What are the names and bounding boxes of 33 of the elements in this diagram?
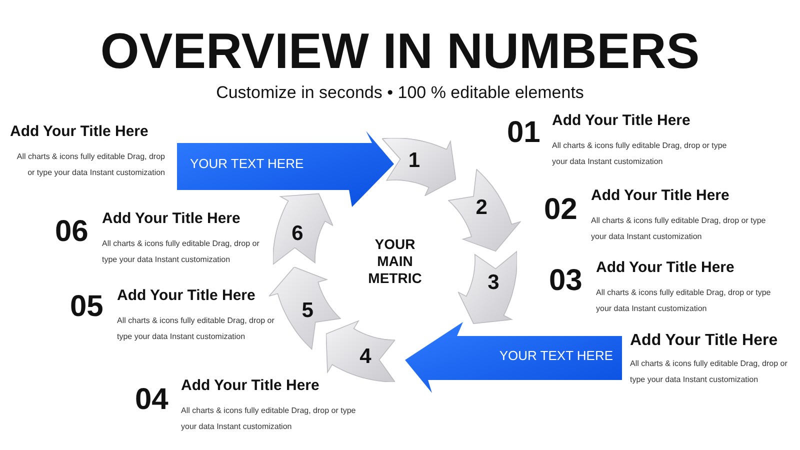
item-description: All charts & icons fully editable Drag, drop or type your data Instant customization <box>591 215 767 243</box>
step-number: 01 <box>507 117 540 149</box>
step-number: 2 <box>474 196 488 220</box>
step-number: 3 <box>486 270 500 295</box>
step-number: 5 <box>300 298 314 322</box>
item-title: Add Your Title Here <box>596 259 734 277</box>
step-number: 06 <box>55 216 88 248</box>
page-title: OVERVIEW IN NUMBERS <box>99 22 701 80</box>
step-number: 1 <box>407 148 422 173</box>
banner-text: YOUR TEXT HERE <box>498 347 613 365</box>
item-description: All charts & icons fully editable Drag, drop or type your data Instant customization <box>16 151 165 179</box>
item-title: Add Your Title Here <box>630 332 778 350</box>
step-number: 4 <box>358 344 372 369</box>
item-title: Add Your Title Here <box>181 377 320 395</box>
banner-text: YOUR TEXT HERE <box>190 155 305 173</box>
item-description: All charts & icons fully editable Drag, drop or type your data Instant customization <box>596 287 772 315</box>
item-description: All charts & icons fully editable Drag, drop or type your data Instant customization <box>102 238 260 266</box>
item-title: Add Your Title Here <box>552 112 690 130</box>
item-description: All charts & icons fully editable Drag, drop or type your data Instant customization <box>630 358 788 386</box>
item-title: Add Your Title Here <box>102 210 240 228</box>
step-number: 6 <box>290 222 304 246</box>
item-title: Add Your Title Here <box>10 123 148 141</box>
step-number: 04 <box>135 384 168 416</box>
step-number: 05 <box>70 291 104 323</box>
item-title: Add Your Title Here <box>591 187 730 205</box>
subtitle: Customize in seconds • 100 % editable elements <box>215 83 585 103</box>
metric-text: YOUR MAIN METRIC <box>367 236 423 287</box>
step-number: 03 <box>549 265 582 297</box>
item-description: All charts & icons fully editable Drag, drop or type your data Instant customization <box>552 140 728 168</box>
item-description: All charts & icons fully editable Drag, drop or type your data Instant customization <box>181 405 357 433</box>
item-title: Add Your Title Here <box>117 287 256 305</box>
step-number: 02 <box>544 194 578 226</box>
item-description: All charts & icons fully editable Drag, drop or type your data Instant customization <box>117 315 276 343</box>
